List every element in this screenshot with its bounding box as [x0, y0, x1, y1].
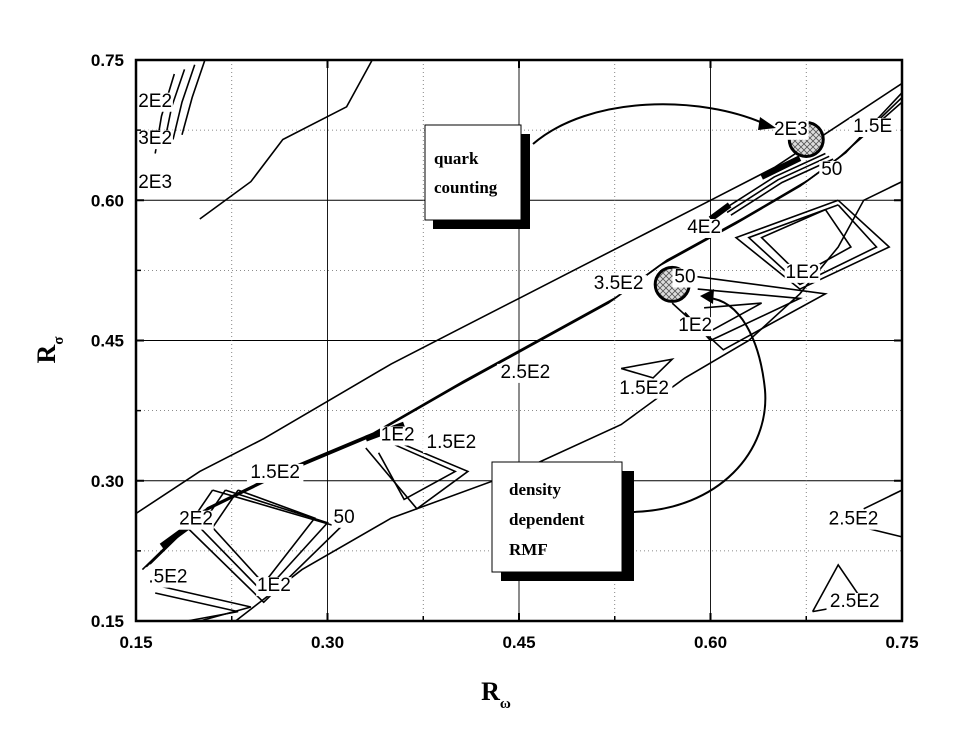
contour-line — [734, 199, 891, 291]
contour-label: 1.5E — [853, 116, 892, 137]
contour-label: 2E2 — [138, 91, 172, 112]
contour-label: .5E2 — [148, 567, 187, 588]
contour-line — [377, 442, 458, 501]
label-halo — [178, 510, 214, 530]
label-halo — [256, 577, 292, 597]
label-halo — [137, 92, 173, 112]
label-halo — [849, 117, 896, 137]
contour-label: 50 — [674, 267, 695, 288]
x-tick-label: 0.30 — [311, 633, 344, 652]
callout-density-dependent-rmf: density dependent RMF — [491, 289, 767, 581]
contour-line — [747, 204, 878, 286]
contour-line — [863, 489, 903, 510]
contour-label: 2E3 — [138, 172, 172, 193]
callout-box — [424, 124, 522, 221]
contour-label: 1E2 — [678, 315, 712, 336]
contour-line-bold — [760, 155, 802, 180]
label-halo — [137, 174, 173, 194]
callout-line: density — [509, 480, 561, 499]
callout-arrow — [532, 103, 766, 145]
y-axis-title: Rσ — [32, 336, 67, 364]
label-halo — [615, 379, 673, 399]
label-halo — [773, 120, 809, 140]
label-halo — [672, 268, 698, 288]
label-halo — [497, 363, 554, 383]
callout-line: counting — [434, 178, 498, 197]
callout-line: RMF — [509, 540, 548, 559]
x-tick-label: 0.15 — [119, 633, 152, 652]
callout-quark-counting: quark counting — [424, 103, 776, 229]
contour-label: 2.5E2 — [829, 509, 879, 530]
contour-label: 50 — [334, 507, 355, 528]
contour-label: 1E2 — [257, 575, 291, 596]
callout-line: dependent — [509, 510, 585, 529]
contour-label: 4E2 — [687, 217, 721, 238]
contour-line — [235, 180, 903, 622]
label-halo — [784, 263, 821, 283]
label-halo — [379, 426, 416, 446]
contour-labels: 2E2 3E2 2E3 2E3 1.5E 50 4E2 1E2 3.5E2 50 1E2 2.5E2 1… — [137, 91, 896, 612]
contour-line — [730, 158, 834, 216]
label-halo — [144, 568, 191, 588]
contour-label: 50 — [821, 159, 842, 180]
contour-line — [199, 59, 373, 220]
contour-line — [148, 582, 252, 622]
x-tick-label: 0.60 — [694, 633, 727, 652]
contour-label: 2E3 — [774, 119, 808, 140]
contour-label: 3E2 — [138, 128, 172, 149]
label-halo — [331, 508, 357, 528]
contour-label: 1.5E2 — [250, 462, 300, 483]
label-halo — [137, 130, 173, 150]
contour-line — [155, 592, 239, 622]
contour-label: 2.5E2 — [830, 591, 880, 612]
label-halo — [423, 434, 480, 454]
contour-label: 3.5E2 — [594, 273, 644, 294]
label-halo — [686, 218, 722, 238]
callout-arrow — [631, 297, 767, 513]
contour-line — [726, 155, 830, 214]
contour-label: 1.5E2 — [619, 378, 669, 399]
label-halo — [826, 592, 884, 612]
label-halo — [677, 317, 713, 337]
contour-line-bold — [159, 525, 189, 549]
arrow-head — [700, 289, 714, 304]
contour-label: 2E2 — [179, 509, 213, 530]
y-tick-label: 0.60 — [91, 191, 124, 210]
y-tick-label: 0.15 — [91, 612, 124, 631]
label-halo — [590, 275, 647, 295]
contour-line — [172, 64, 196, 140]
contour-line — [722, 152, 826, 211]
contour-label: 1E2 — [381, 425, 415, 446]
label-halo — [825, 510, 882, 530]
contour-line — [181, 59, 206, 136]
contour-line — [211, 489, 317, 585]
label-halo — [819, 161, 845, 181]
callout-box — [491, 461, 623, 573]
contour-label: 1E2 — [786, 262, 820, 283]
arrow-head — [758, 117, 776, 130]
y-tick-label: 0.75 — [91, 51, 124, 70]
contour-label: 1.5E2 — [427, 432, 477, 453]
label-halo — [246, 463, 304, 483]
callout-line: quark — [434, 149, 479, 168]
y-tick-label: 0.30 — [91, 472, 124, 491]
contour-label: 2.5E2 — [501, 362, 551, 383]
tick-marks: 0.15 0.30 0.45 0.60 0.75 0.15 0.30 0.45 0.60 0.75 — [91, 51, 919, 652]
x-tick-label: 0.75 — [885, 633, 918, 652]
x-axis-title: Rω — [481, 677, 511, 712]
x-tick-label: 0.45 — [502, 633, 535, 652]
contour-line-bold — [708, 202, 732, 222]
y-tick-label: 0.45 — [91, 332, 124, 351]
contour-line — [620, 357, 675, 379]
